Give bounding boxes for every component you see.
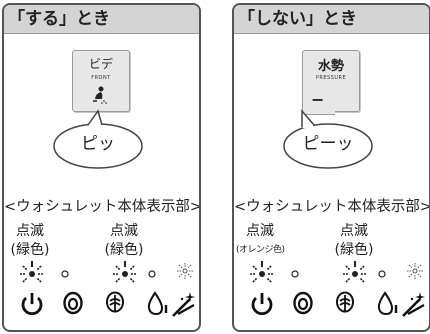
indicator-label-2: 点滅 (緑色)	[102, 222, 146, 260]
off-light-icon	[61, 270, 69, 278]
pressure-minus-button[interactable]: −	[302, 88, 335, 115]
indicator-label-line1: 点滅	[16, 223, 44, 239]
blinking-light-icon	[343, 261, 367, 283]
display-section-title: <ウォシュレット本体表示部>	[234, 199, 430, 215]
faint-light-icon	[177, 263, 193, 279]
power-icon	[21, 293, 43, 316]
minus-label: −	[311, 90, 325, 109]
deodorize-icon	[106, 291, 124, 313]
indicator-label-line2: (緑色)	[104, 242, 144, 258]
panel-shinai: 「しない」とき 水勢 PRESSURE − ピーッ <ウォシュレット本体表示部>…	[232, 3, 430, 332]
bidet-button[interactable]: ビデ FRONT	[72, 50, 130, 112]
off-light-icon	[148, 270, 156, 278]
water-drop-icon	[377, 291, 398, 316]
indicator-label-2: 点滅 (緑色)	[332, 222, 376, 260]
indicator-label-line1: 点滅	[110, 223, 138, 239]
beep-text: ピッ	[81, 134, 115, 154]
blinking-light-icon	[20, 261, 44, 283]
seat-icon	[293, 291, 313, 315]
blinking-light-icon	[113, 261, 137, 283]
indicator-label-line1: 点滅	[246, 223, 274, 239]
sound-bubble	[283, 108, 373, 169]
sound-bubble	[53, 109, 143, 169]
deodorize-icon	[336, 291, 354, 313]
indicator-label-1: 点滅 (オレンジ色)	[236, 222, 285, 260]
faint-light-icon	[407, 263, 423, 279]
indicator-label-1: 点滅 (緑色)	[8, 222, 52, 260]
seat-icon	[63, 291, 83, 315]
display-section-title: <ウォシュレット本体表示部>	[4, 199, 201, 215]
indicator-label-line2: (オレンジ色)	[236, 245, 285, 255]
indicator-label-line1: 点滅	[340, 223, 368, 239]
bidet-button-sublabel: FRONT	[91, 75, 111, 81]
panel-header: 「しない」とき	[234, 5, 429, 34]
blinking-light-icon	[250, 261, 274, 283]
clean-sparkle-icon	[172, 292, 195, 317]
panel-header: 「する」とき	[4, 5, 199, 34]
pressure-button-label: 水勢	[317, 59, 344, 74]
bidet-spray-icon	[93, 86, 107, 104]
panel-suru: 「する」とき ビデ FRONT ピッ <ウォシュレット本体表示部> 点滅 (緑色…	[2, 3, 201, 332]
power-icon	[251, 293, 273, 316]
pressure-button-sublabel: PRESSURE	[315, 75, 347, 81]
water-drop-icon	[147, 291, 168, 316]
off-light-icon	[291, 270, 299, 278]
panel-body: 水勢 PRESSURE − ピーッ <ウォシュレット本体表示部> 点滅 (オレン…	[234, 34, 429, 330]
clean-sparkle-icon	[402, 292, 425, 317]
off-light-icon	[378, 270, 386, 278]
long-beep-text: ピーッ	[302, 134, 354, 154]
indicator-label-line2: (緑色)	[10, 242, 50, 258]
bidet-button-label: ビデ	[88, 57, 113, 71]
panel-body: ビデ FRONT ピッ <ウォシュレット本体表示部> 点滅 (緑色) 点滅 (緑…	[4, 34, 199, 330]
indicator-label-line2: (緑色)	[334, 242, 374, 258]
